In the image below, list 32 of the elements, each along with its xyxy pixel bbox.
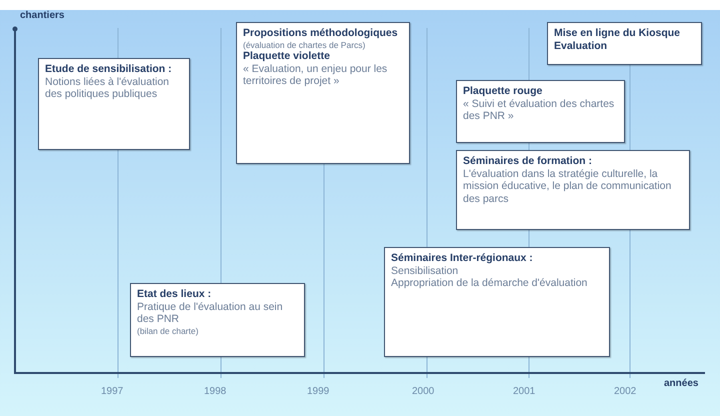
event-box	[130, 283, 305, 357]
event-description: Sensibilisation	[391, 264, 460, 277]
year-label: 2002	[614, 386, 636, 397]
event-box	[236, 22, 410, 164]
event-description: « Evaluation, un enjeu pour les territoires de projet »	[243, 62, 388, 88]
event-box	[456, 80, 625, 143]
axis-title: chantiers	[20, 10, 64, 21]
event-box	[38, 58, 190, 150]
year-label: 2001	[513, 386, 536, 397]
event-description: L'évaluation dans la stratégie culturelle, la mission éducative, le plan de communication des parcs	[463, 168, 672, 205]
event-description: Pratique de l'évaluation au sein des PNR	[137, 300, 284, 326]
event-description: Appropriation de la démarche d'évaluation	[391, 277, 588, 290]
year-label: 1999	[307, 386, 330, 397]
axis-title: années	[664, 378, 698, 389]
year-label: 1998	[204, 386, 226, 397]
event-heading: Etat des lieux :	[137, 288, 212, 300]
event-heading: Séminaires Inter-régionaux :	[391, 252, 534, 264]
event-heading: Mise en ligne du Kiosque Evaluation	[554, 27, 682, 52]
year-label: 2000	[412, 386, 434, 397]
event-heading: Séminaires de formation :	[463, 155, 593, 168]
event-heading: Propositions méthodologiques	[243, 27, 399, 40]
event-heading: Plaquette violette	[243, 50, 331, 62]
year-label: 1997	[101, 386, 124, 397]
event-box	[384, 247, 610, 357]
event-box	[456, 150, 690, 230]
event-heading: Plaquette rouge	[463, 85, 544, 98]
event-description: (évaluation de chartes de Parcs)	[243, 40, 366, 50]
event-description: « Suivi et évaluation des chartes des PNR »	[463, 98, 616, 122]
event-box	[547, 22, 702, 65]
event-description: (bilan de charte)	[137, 326, 200, 336]
event-description: Notions liées à l'évaluation des politiques publiques	[45, 76, 170, 100]
event-heading: Etude de sensibilisation :	[45, 63, 173, 76]
